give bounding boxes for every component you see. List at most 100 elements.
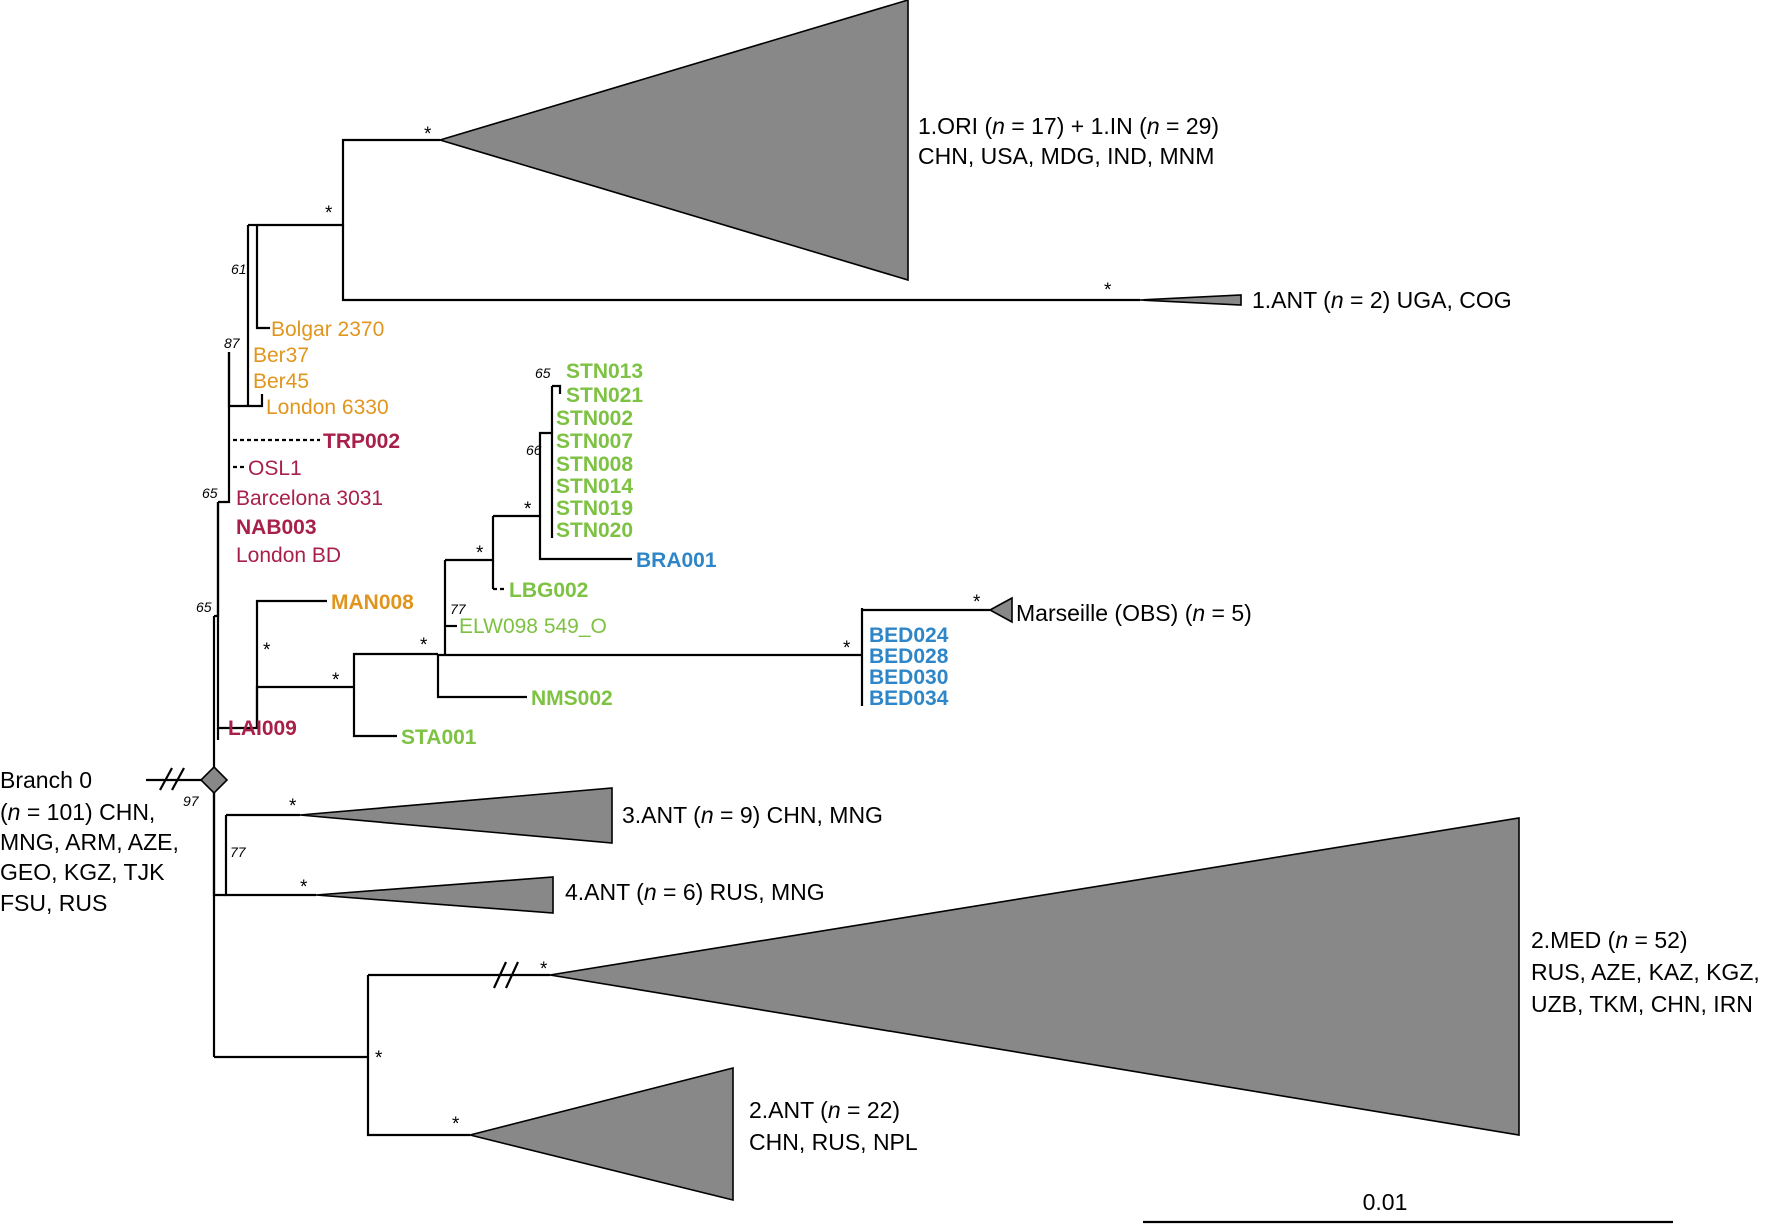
support-man: * xyxy=(263,640,271,661)
ant2-triangle xyxy=(469,1066,734,1202)
leaf-trp002: TRP002 xyxy=(323,430,400,453)
leaf-sta001: STA001 xyxy=(401,726,477,749)
label-med-countries-2: UZB, TKM, CHN, IRN xyxy=(1531,991,1753,1017)
support-stn-lbg: * xyxy=(476,543,484,564)
support-ori-in: * xyxy=(424,124,432,145)
support-65-upper: 65 xyxy=(202,485,218,501)
support-97: 97 xyxy=(183,793,200,809)
leaf-stn020: STN020 xyxy=(556,519,633,542)
support-ant4: * xyxy=(300,877,308,898)
support-bed: * xyxy=(843,638,851,659)
support-ant2: * xyxy=(452,1114,460,1135)
tree-branches xyxy=(146,138,1673,1224)
support-ori-ant1: * xyxy=(325,203,333,224)
leaf-bed034: BED034 xyxy=(869,687,949,710)
collapsed-clades xyxy=(199,0,1520,1202)
support-values: * * * 61 87 65 65 65 66 * * 77 * * * * *… xyxy=(183,124,1112,1135)
med-break-mark-2 xyxy=(505,961,519,989)
label-ant1: 1.ANT (n = 2) UGA, COG xyxy=(1252,287,1512,313)
ant-34-stem xyxy=(212,780,226,897)
branch0-diamond xyxy=(199,765,229,795)
ancestor-star-4 xyxy=(445,516,495,562)
leaf-lai009: LAI009 xyxy=(228,717,297,740)
ancestor-star-1 xyxy=(255,685,354,728)
leaf-lbg002: LBG002 xyxy=(509,579,588,602)
stn013-node-65 xyxy=(552,384,562,394)
leaf-man008: MAN008 xyxy=(331,591,414,614)
leaf-bed030: BED030 xyxy=(869,666,948,689)
support-nms: * xyxy=(420,635,428,656)
ant1-triangle xyxy=(1139,294,1242,306)
med-ant2-stem xyxy=(214,975,370,1059)
leaf-stn007: STN007 xyxy=(556,430,633,453)
ancestor-87-branch xyxy=(227,352,248,408)
support-65-stn: 65 xyxy=(535,365,551,381)
support-med: * xyxy=(540,959,548,980)
label-branch0-5: FSU, RUS xyxy=(0,890,107,916)
ant-34-spine xyxy=(224,815,316,897)
leaf-barcelona: Barcelona 3031 xyxy=(236,487,383,510)
leaf-ber45: Ber45 xyxy=(253,370,309,393)
label-ori-in: 1.ORI (n = 17) + 1.IN (n = 29) xyxy=(918,113,1219,139)
label-branch0-3: MNG, ARM, AZE, xyxy=(0,829,179,855)
sta001-branch xyxy=(352,687,397,738)
ancestor-star-3 xyxy=(436,653,445,657)
ori-in-stem xyxy=(257,138,440,227)
leaf-stn008: STN008 xyxy=(556,453,633,476)
leaf-bed028: BED028 xyxy=(869,645,949,668)
support-66: 66 xyxy=(526,442,542,458)
support-87: 87 xyxy=(224,335,241,351)
ant4-triangle xyxy=(315,876,554,914)
man008-clade-stem xyxy=(227,599,327,730)
label-branch0-4: GEO, KGZ, TJK xyxy=(0,859,165,885)
ant2-branch xyxy=(366,1057,470,1137)
label-ant4: 4.ANT (n = 6) RUS, MNG xyxy=(565,879,825,905)
support-marseille: * xyxy=(973,592,981,613)
leaf-nab003: NAB003 xyxy=(236,516,317,539)
support-med-ant2: * xyxy=(375,1048,383,1069)
label-med-countries-1: RUS, AZE, KAZ, KGZ, xyxy=(1531,959,1760,985)
label-ori-countries: CHN, USA, MDG, IND, MNM xyxy=(918,143,1214,169)
ori-ancestor-branch xyxy=(218,352,231,504)
leaf-bra001: BRA001 xyxy=(636,549,717,572)
leaf-osl1: OSL1 xyxy=(248,457,302,480)
ancestor-star-2 xyxy=(352,652,438,687)
ancestor-star-5 xyxy=(493,514,632,561)
label-ant2-countries: CHN, RUS, NPL xyxy=(749,1129,918,1155)
ber-london-branch xyxy=(248,394,264,408)
leaf-londonbd: London BD xyxy=(236,544,341,567)
marseille-triangle xyxy=(988,596,1013,624)
upper-spine xyxy=(216,502,227,730)
label-med: 2.MED (n = 52) xyxy=(1531,927,1688,953)
label-branch0-1: Branch 0 xyxy=(0,767,92,793)
nms002-branch xyxy=(436,654,527,699)
leaf-stn019: STN019 xyxy=(556,497,633,520)
med-triangle xyxy=(549,817,1520,1136)
ant3-triangle xyxy=(299,787,613,844)
leaf-bolgar: Bolgar 2370 xyxy=(271,318,384,341)
label-branch0-2: (n = 101) CHN, xyxy=(0,799,155,825)
support-77-elw: 77 xyxy=(450,601,467,617)
leaf-stn013: STN013 xyxy=(566,360,643,383)
bolgar-branch xyxy=(255,225,270,330)
clade-labels: 1.ORI (n = 17) + 1.IN (n = 29) CHN, USA,… xyxy=(0,113,1760,1215)
stn-clade-stem xyxy=(538,431,552,516)
label-ant3: 3.ANT (n = 9) CHN, MNG xyxy=(622,802,883,828)
support-ant3: * xyxy=(289,796,297,817)
support-sta: * xyxy=(332,670,340,691)
support-65-lower: 65 xyxy=(196,599,212,615)
ant1-stem xyxy=(341,225,1140,302)
root-break-mark-1 xyxy=(159,767,173,791)
med-break-mark-1 xyxy=(493,961,507,989)
leaf-ber37: Ber37 xyxy=(253,344,309,367)
support-ant1: * xyxy=(1104,280,1112,301)
leaf-labels: Bolgar 2370 Ber37 Ber45 London 6330 TRP0… xyxy=(228,318,949,749)
support-61: 61 xyxy=(231,261,247,277)
leaf-stn021: STN021 xyxy=(566,384,643,407)
label-marseille: Marseille (OBS) (n = 5) xyxy=(1016,600,1252,626)
support-stn-bra: * xyxy=(524,499,532,520)
scale-bar-label: 0.01 xyxy=(1363,1189,1408,1215)
leaf-stn002: STN002 xyxy=(556,407,633,430)
support-77-ant34: 77 xyxy=(230,844,247,860)
